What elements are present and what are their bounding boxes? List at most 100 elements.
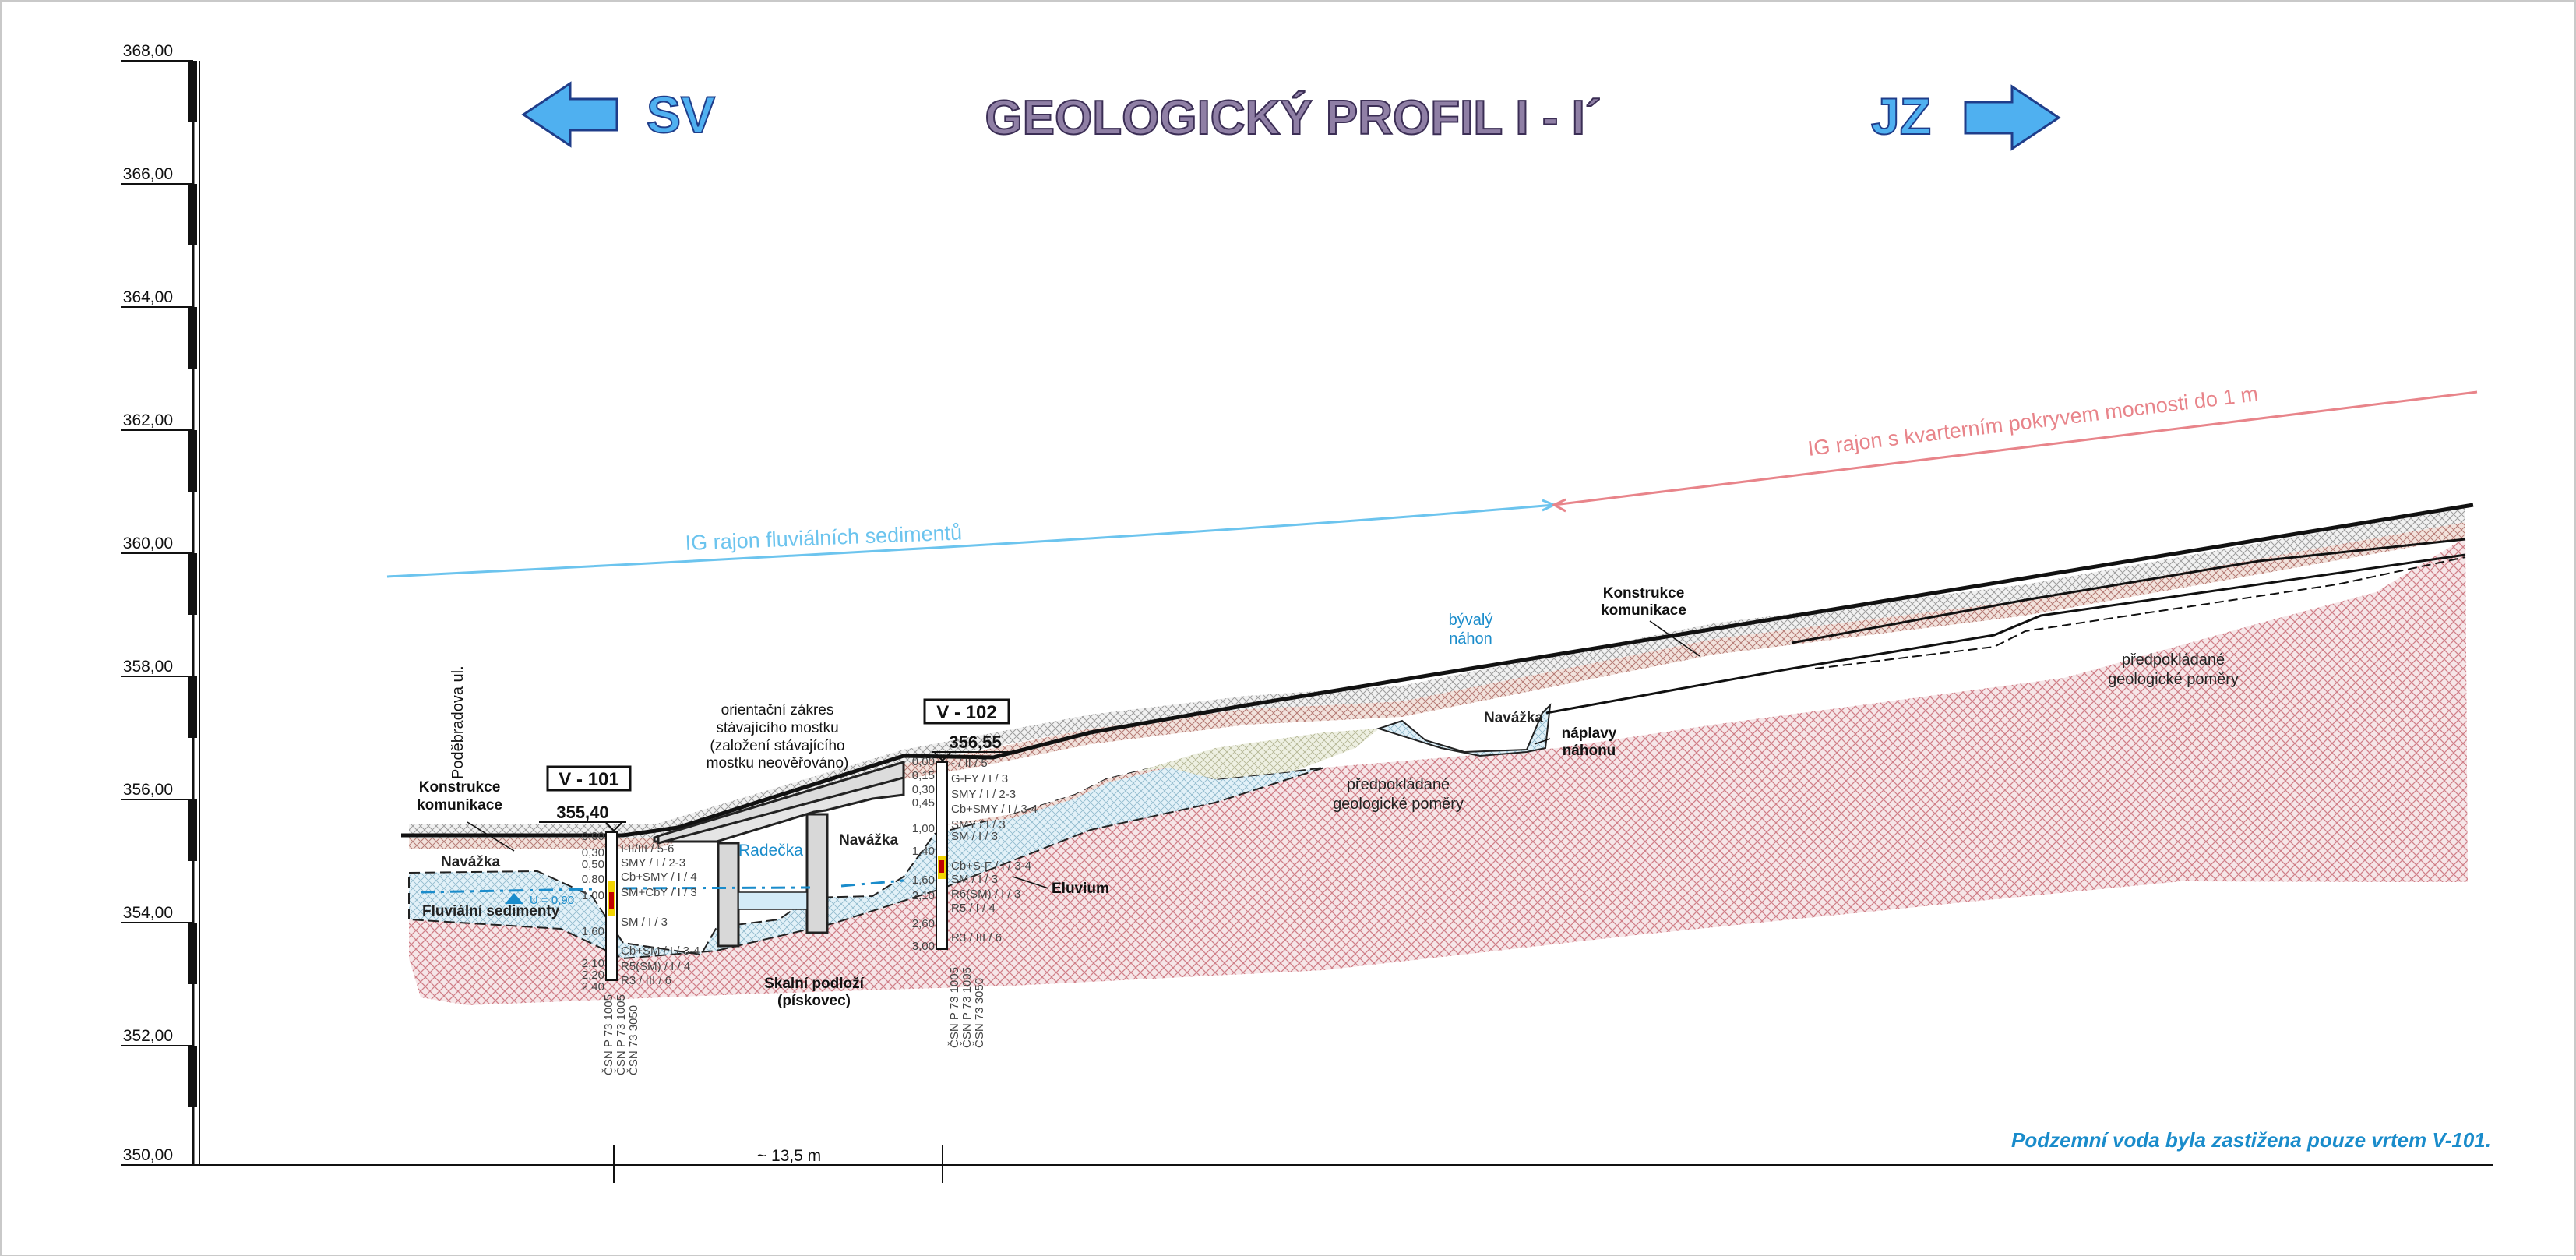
- v101-depth-5: 1,60: [582, 925, 604, 938]
- groundwater-line: [420, 879, 904, 894]
- v101-norm-2: ČSN 73 3050: [627, 1005, 640, 1075]
- quaternary-rajon-line: [1553, 390, 2478, 506]
- v101-depth-0: 0,00: [582, 830, 604, 843]
- eluvium-label: Eluvium: [1052, 881, 1109, 897]
- skalni-line1: Skalní podloží: [764, 976, 864, 992]
- v102-layer-8: R6(SM) / I / 3: [951, 888, 1020, 901]
- bedrock-layer: [409, 538, 2468, 1005]
- konstrukce-right-line2: komunikace: [1601, 602, 1686, 619]
- borehole-v101: V - 101 355,40 0,00 0,30 0,50 0,80 1,00 …: [539, 765, 700, 1075]
- fill-layer: [409, 522, 2465, 849]
- profile-title: GEOLOGICKÝ PROFIL I - I´: [985, 91, 1601, 145]
- arrow-right-icon: [1964, 84, 2061, 151]
- v101-depth-7: 2,20: [582, 969, 604, 982]
- v101-layer-3: SM+CbY / I / 3: [621, 886, 697, 899]
- bridge-note-line4: mostku neověřováno): [707, 755, 849, 771]
- v102-layer-6: Cb+S-F / I / 3-4: [951, 859, 1031, 873]
- bridge-note-line3: (založení stávajícího: [710, 738, 844, 754]
- borehole-v102-name: V - 102: [936, 702, 996, 723]
- v102-depth-7: 2,10: [912, 889, 935, 902]
- v102-layer-9: R5 / I / 4: [951, 902, 996, 915]
- predpokladane1-line1: předpokládané: [1347, 776, 1450, 793]
- navazka-bridge: Navážka: [839, 832, 898, 849]
- v101-norm-0: ČSN P 73 1005: [602, 994, 615, 1075]
- v101-layer-7: R3 / III / 6: [621, 974, 671, 987]
- predpokladane2-line1: předpokládané: [2122, 651, 2225, 669]
- tick-352: 352,00: [123, 1027, 173, 1045]
- street-label: Poděbradova ul.: [449, 665, 467, 779]
- direction-right: JZ: [1871, 87, 1931, 145]
- v101-depth-3: 0,80: [582, 873, 604, 886]
- v101-depth-2: 0,50: [582, 858, 604, 871]
- byvaly-line2: náhon: [1449, 630, 1492, 648]
- transition-layer: [1137, 729, 1379, 779]
- skalni-line2: (pískovec): [777, 993, 851, 1009]
- v102-depth-9: 3,00: [912, 940, 935, 953]
- fluvialni-label: Fluviální sedimenty: [422, 903, 560, 919]
- v101-layer-5: Cb+SM / I / 3-4: [621, 944, 700, 958]
- fluvial-rajon-line: [386, 503, 1555, 578]
- tick-360: 360,00: [123, 535, 173, 552]
- distance-label: ~ 13,5 m: [757, 1147, 821, 1165]
- tick-358: 358,00: [123, 658, 173, 676]
- terrain-line: [401, 503, 2474, 838]
- konstrukce-left-line2: komunikace: [417, 797, 502, 814]
- distance-dimension: ~ 13,5 m: [613, 1145, 943, 1183]
- bridge-pillar-left: [717, 842, 740, 948]
- tick-368: 368,00: [123, 42, 173, 60]
- v102-depth-3: 0,45: [912, 796, 935, 810]
- tick-350: 350,00: [123, 1146, 173, 1164]
- v101-norm-1: ČSN P 73 1005: [615, 994, 628, 1075]
- radecka-label: Radečka: [738, 842, 803, 859]
- navazka-right: Navážka: [1484, 710, 1543, 726]
- v101-layer-0: I-II/III / 5-6: [621, 842, 674, 856]
- borehole-v101-elevation: 355,40: [556, 803, 608, 822]
- direction-left: SV: [647, 86, 715, 143]
- predpokladane1-line2: geologické poměry: [1333, 796, 1464, 813]
- bridge-note-line1: orientační zákres: [721, 702, 834, 718]
- v102-layer-4: SMY / I / 3: [951, 818, 1006, 831]
- header: SV GEOLOGICKÝ PROFIL I - I´ JZ: [521, 81, 2061, 151]
- mill-race-deposits: [1376, 703, 1552, 757]
- ig-rajon-lines: IG rajon fluviálních sedimentů IG rajon …: [386, 382, 2478, 578]
- v102-depth-5: 1,40: [912, 845, 935, 858]
- borehole-v102-elevation: 356,55: [949, 732, 1001, 752]
- elevation-axis: 368,00 366,00 364,00 362,00 360,00 358,0…: [121, 42, 2493, 1166]
- v101-depth-8: 2,40: [582, 980, 604, 994]
- v102-depth-4: 1,00: [912, 822, 935, 835]
- v102-layer-10: R3 / III / 6: [951, 931, 1002, 944]
- footnote: Podzemní voda byla zastižena pouze vrtem…: [2011, 1128, 2491, 1152]
- v101-layer-2: Cb+SMY / I / 4: [621, 870, 697, 884]
- tick-356: 356,00: [123, 781, 173, 799]
- v102-layer-1: G-FY / I / 3: [951, 772, 1008, 785]
- naplavy-line1: náplavy: [1562, 725, 1617, 742]
- arrow-left-icon: [521, 81, 618, 148]
- konstrukce-left-line1: Konstrukce: [419, 779, 501, 796]
- v102-depth-0: 0,00: [912, 755, 935, 768]
- water-level-label: U = 0,90: [530, 894, 574, 907]
- v102-norm-0: ČSN P 73 1005: [948, 967, 961, 1048]
- bridge-pillar-right: [805, 813, 829, 934]
- v102-depth-6: 1,60: [912, 874, 935, 887]
- tick-364: 364,00: [123, 288, 173, 306]
- fluvial-rajon-label: IG rajon fluviálních sedimentů: [685, 521, 963, 555]
- tick-366: 366,00: [123, 165, 173, 183]
- v101-layer-1: SMY / I / 2-3: [621, 856, 685, 870]
- bridge: [653, 760, 905, 948]
- v102-layer-3: Cb+SMY / I / 3-4: [951, 803, 1038, 816]
- v102-norm-1: ČSN P 73 1005: [960, 967, 974, 1048]
- v101-depth-1: 0,30: [582, 846, 604, 859]
- quaternary-rajon-label: IG rajon s kvarterním pokryvem mocnosti …: [1806, 382, 2260, 461]
- v102-depth-2: 0,30: [912, 783, 935, 796]
- river-water: [738, 891, 808, 910]
- v102-layer-7: SM / I / 3: [951, 873, 998, 886]
- naplavy-line2: náhonu: [1563, 743, 1616, 759]
- v101-layer-6: R5(SM) / I / 4: [621, 960, 690, 973]
- tick-362: 362,00: [123, 411, 173, 429]
- v102-norm-2: ČSN 73 3050: [973, 978, 986, 1048]
- water-level-icon: [505, 893, 523, 904]
- v101-depth-4: 1,00: [582, 889, 604, 902]
- borehole-v102: V - 102 356,55 0,00 0,15 0,30 0,45 1,00 …: [912, 698, 1038, 1048]
